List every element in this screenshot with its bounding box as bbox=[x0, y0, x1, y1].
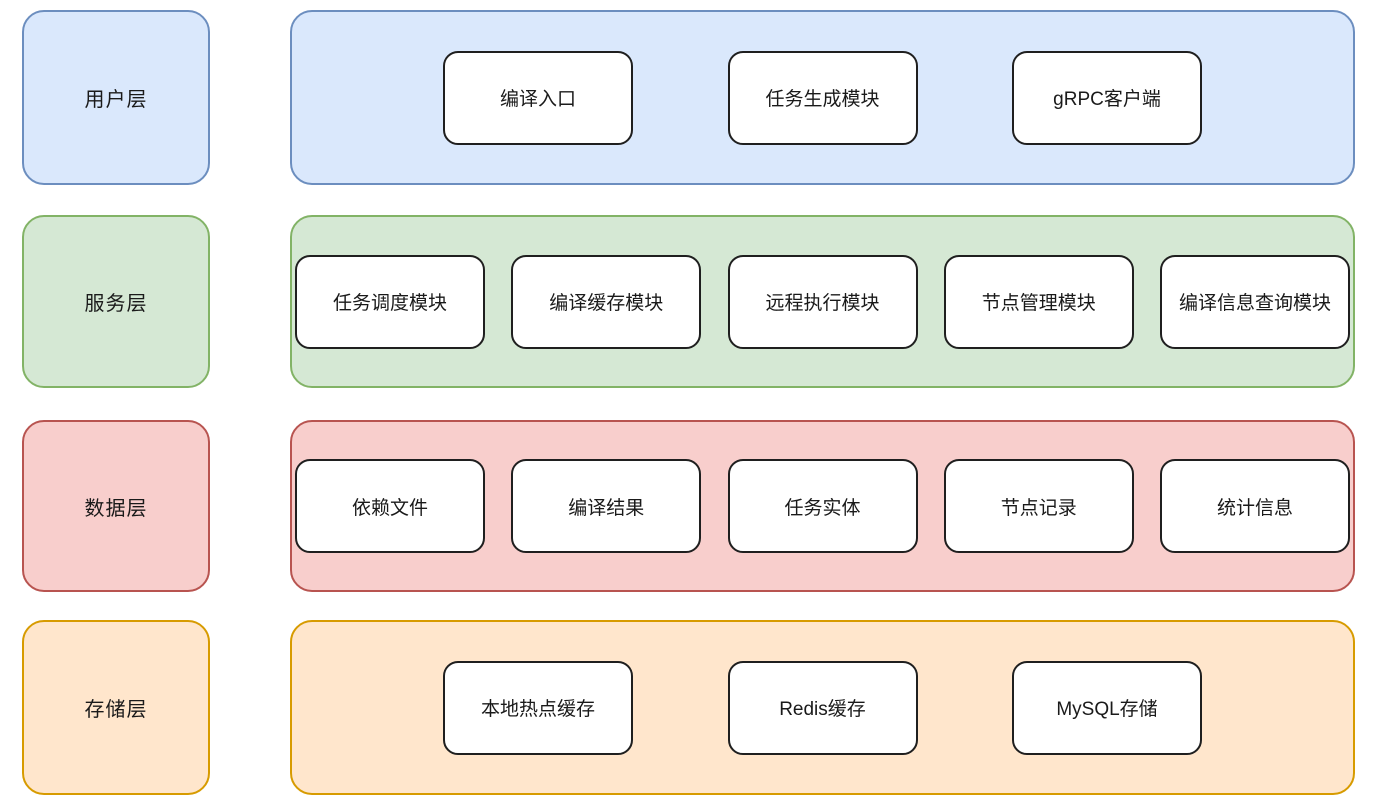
layer-container-user: 编译入口 任务生成模块 gRPC客户端 bbox=[290, 10, 1355, 185]
layer-container-storage: 本地热点缓存 Redis缓存 MySQL存储 bbox=[290, 620, 1355, 795]
module-label: 任务生成模块 bbox=[765, 89, 880, 110]
layer-label-text: 服务层 bbox=[84, 293, 148, 315]
module-label: 任务实体 bbox=[784, 497, 861, 519]
module-box-task-entity: 任务实体 bbox=[727, 459, 918, 553]
module-label: 节点记录 bbox=[1000, 497, 1077, 519]
module-box-local-hotspot-cache: 本地热点缓存 bbox=[443, 660, 633, 755]
module-label: 任务调度模块 bbox=[332, 293, 447, 314]
module-box-statistics: 统计信息 bbox=[1160, 459, 1350, 553]
layer-label-data: 数据层 bbox=[22, 420, 210, 592]
layer-container-service: 任务调度模块 编译缓存模块 远程执行模块 节点管理模块 编译信息查询模块 bbox=[290, 215, 1355, 388]
layer-label-service: 服务层 bbox=[22, 215, 210, 388]
module-label: 编译入口 bbox=[499, 89, 576, 110]
layer-label-text: 存储层 bbox=[84, 699, 148, 721]
module-label: 依赖文件 bbox=[351, 497, 428, 519]
module-box-mysql-storage: MySQL存储 bbox=[1012, 660, 1202, 755]
module-label: 本地热点缓存 bbox=[480, 699, 595, 720]
module-box-compile-cache: 编译缓存模块 bbox=[511, 254, 702, 349]
module-box-redis-cache: Redis缓存 bbox=[727, 660, 918, 755]
module-label: Redis缓存 bbox=[779, 699, 866, 720]
module-box-node-records: 节点记录 bbox=[943, 459, 1134, 553]
module-box-grpc-client: gRPC客户端 bbox=[1012, 50, 1202, 145]
layer-row-storage: 存储层 本地热点缓存 Redis缓存 MySQL存储 bbox=[0, 620, 1379, 795]
module-box-compile-info-query: 编译信息查询模块 bbox=[1160, 254, 1350, 349]
module-box-task-generation: 任务生成模块 bbox=[727, 50, 918, 145]
layer-row-data: 数据层 依赖文件 编译结果 任务实体 节点记录 统计信息 bbox=[0, 420, 1379, 592]
module-box-task-scheduling: 任务调度模块 bbox=[295, 254, 485, 349]
module-label: 节点管理模块 bbox=[981, 293, 1096, 314]
module-label: 编译缓存模块 bbox=[549, 293, 664, 314]
layer-row-user: 用户层 编译入口 任务生成模块 gRPC客户端 bbox=[0, 10, 1379, 185]
layer-label-storage: 存储层 bbox=[22, 620, 210, 795]
module-box-compile-results: 编译结果 bbox=[511, 459, 702, 553]
layer-label-text: 用户层 bbox=[84, 89, 148, 111]
layer-label-user: 用户层 bbox=[22, 10, 210, 185]
layer-row-service: 服务层 任务调度模块 编译缓存模块 远程执行模块 节点管理模块 编译信息查询模块 bbox=[0, 215, 1379, 388]
module-label: 编译信息查询模块 bbox=[1178, 293, 1331, 314]
module-label: 远程执行模块 bbox=[765, 293, 880, 314]
module-box-dependency-files: 依赖文件 bbox=[295, 459, 485, 553]
module-box-compile-entry: 编译入口 bbox=[443, 50, 633, 145]
module-box-node-management: 节点管理模块 bbox=[943, 254, 1134, 349]
module-label: 编译结果 bbox=[568, 497, 645, 519]
module-label: gRPC客户端 bbox=[1053, 89, 1161, 110]
module-box-remote-execution: 远程执行模块 bbox=[727, 254, 918, 349]
layer-label-text: 数据层 bbox=[84, 497, 148, 520]
module-label: MySQL存储 bbox=[1056, 699, 1158, 720]
module-label: 统计信息 bbox=[1216, 497, 1293, 519]
layer-container-data: 依赖文件 编译结果 任务实体 节点记录 统计信息 bbox=[290, 420, 1355, 592]
